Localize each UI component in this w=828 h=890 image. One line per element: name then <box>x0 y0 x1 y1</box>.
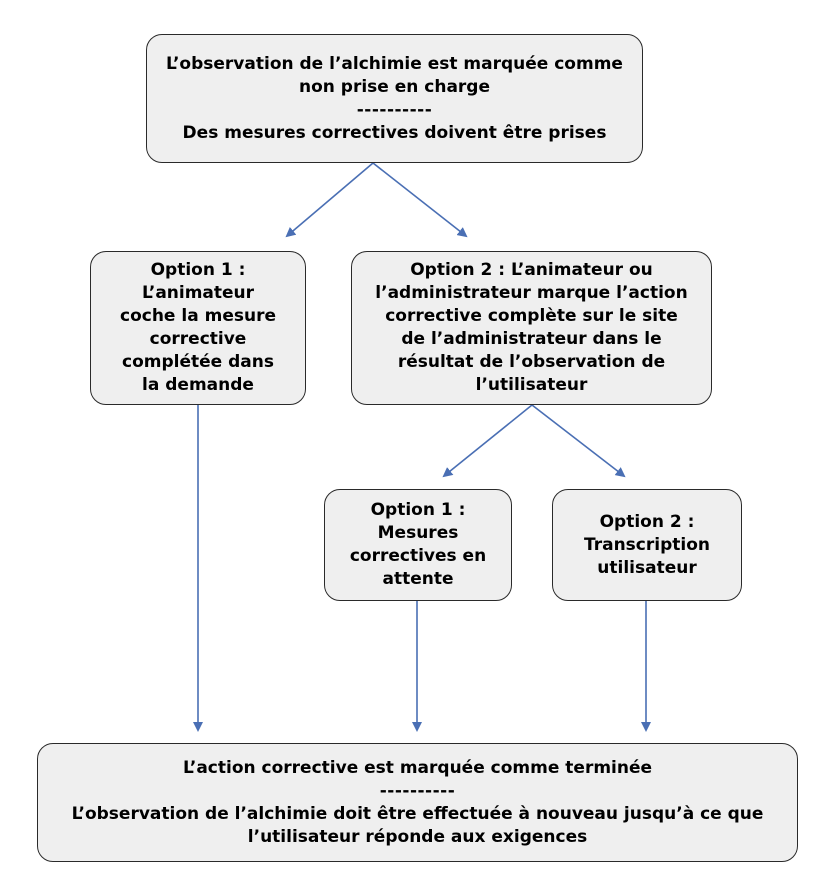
sub-option1-line3: correctives en <box>349 546 487 566</box>
option2-line4: de l’administrateur dans le <box>401 329 662 349</box>
option2-line3: corrective complète sur le site <box>385 306 678 326</box>
option1-line2: L’animateur <box>141 283 255 303</box>
end-node-line3: l’utilisateur réponde aux exigences <box>247 826 588 847</box>
option2-node: Option 2 : L’animateur ou l’administrate… <box>351 251 712 405</box>
start-node-line2: non prise en charge <box>298 76 491 97</box>
option1-line1: Option 1 : <box>150 260 246 280</box>
end-node: L’action corrective est marquée comme te… <box>37 743 798 862</box>
end-node-separator: ---------- <box>379 780 456 801</box>
arrow-top-to-option1 <box>285 162 374 238</box>
option1-line6: la demande <box>142 375 254 395</box>
option2-line2: l’administrateur marque l’action <box>375 283 688 303</box>
sub-option2-line2: Transcription <box>584 534 710 555</box>
option2-line1: Option 2 : L’animateur ou <box>410 260 653 280</box>
option1-node: Option 1 : L’animateur coche la mesure c… <box>90 251 306 405</box>
start-node-line3: Des mesures correctives doivent être pri… <box>182 122 607 143</box>
sub-option1-node: Option 1 : Mesures correctives en attent… <box>324 489 512 601</box>
arrow-top-to-option2 <box>372 162 468 238</box>
start-node: L’observation de l’alchimie est marquée … <box>146 34 643 163</box>
start-node-separator: ---------- <box>356 99 433 120</box>
arrow-option2-to-sub2 <box>531 404 626 478</box>
end-node-line2: L’observation de l’alchimie doit être ef… <box>71 803 764 824</box>
arrow-option2-to-sub1 <box>442 404 533 478</box>
sub-option1-line2: Mesures <box>377 523 459 543</box>
sub-option1-line1: Option 1 : <box>370 500 466 520</box>
option1-line5: complétée dans <box>122 352 274 372</box>
end-node-line1: L’action corrective est marquée comme te… <box>182 757 653 778</box>
option1-line4: corrective <box>149 329 247 349</box>
option2-line5: résultat de l’observation de <box>397 352 666 372</box>
sub-option1-line4: attente <box>382 569 454 589</box>
sub-option2-line1: Option 2 : <box>599 511 695 532</box>
start-node-line1: L’observation de l’alchimie est marquée … <box>166 53 623 74</box>
sub-option2-line3: utilisateur <box>597 557 697 578</box>
sub-option2-node: Option 2 : Transcription utilisateur <box>552 489 742 601</box>
option1-line3: coche la mesure <box>120 306 276 326</box>
option2-line6: l’utilisateur <box>475 375 588 395</box>
